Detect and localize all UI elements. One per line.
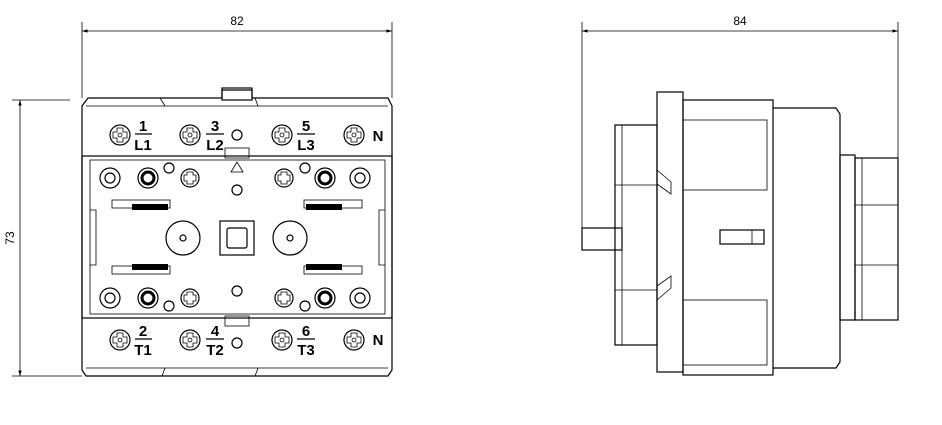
terminal-number: 2 [139, 323, 147, 340]
front-view: 82 73 [3, 14, 393, 377]
rear-body [773, 107, 841, 369]
width-dimension: 82 [81, 14, 393, 98]
height-dimension: 73 [3, 99, 82, 377]
mounting-flange [656, 91, 684, 373]
indicator-window [719, 229, 765, 245]
terminal-number: 6 [302, 323, 310, 340]
rear-module [854, 157, 899, 321]
bottom-terminal-row: 2 T1 4 T2 6 T3 N [109, 323, 384, 359]
main-body [682, 99, 774, 376]
top-terminal-row: 1 L1 3 L2 5 L3 N [109, 118, 384, 154]
housing-outline [81, 89, 393, 377]
terminal-number: 4 [211, 323, 220, 340]
terminal-number: 5 [302, 118, 310, 135]
terminal-label: L3 [297, 137, 315, 154]
side-view: 84 [581, 14, 899, 376]
terminal-label: T3 [297, 342, 315, 359]
terminal-label: T2 [206, 342, 224, 359]
terminal-label: N [373, 332, 384, 349]
depth-dimension-label: 84 [733, 14, 747, 28]
terminal-label: L2 [206, 137, 224, 154]
terminal-label: T1 [134, 342, 152, 359]
width-dimension-label: 82 [230, 14, 244, 28]
shaft [581, 227, 623, 251]
center-spindle [165, 220, 308, 256]
depth-dimension: 84 [581, 14, 899, 245]
top-clip [221, 87, 253, 101]
terminal-label: N [373, 128, 384, 145]
terminal-number: 3 [211, 118, 219, 135]
terminal-number: 1 [139, 118, 147, 135]
front-plate [614, 124, 658, 346]
cover-plate [81, 155, 393, 319]
triangle-mark-icon [230, 161, 244, 173]
terminal-label: L1 [134, 137, 152, 154]
height-dimension-label: 73 [3, 231, 17, 245]
